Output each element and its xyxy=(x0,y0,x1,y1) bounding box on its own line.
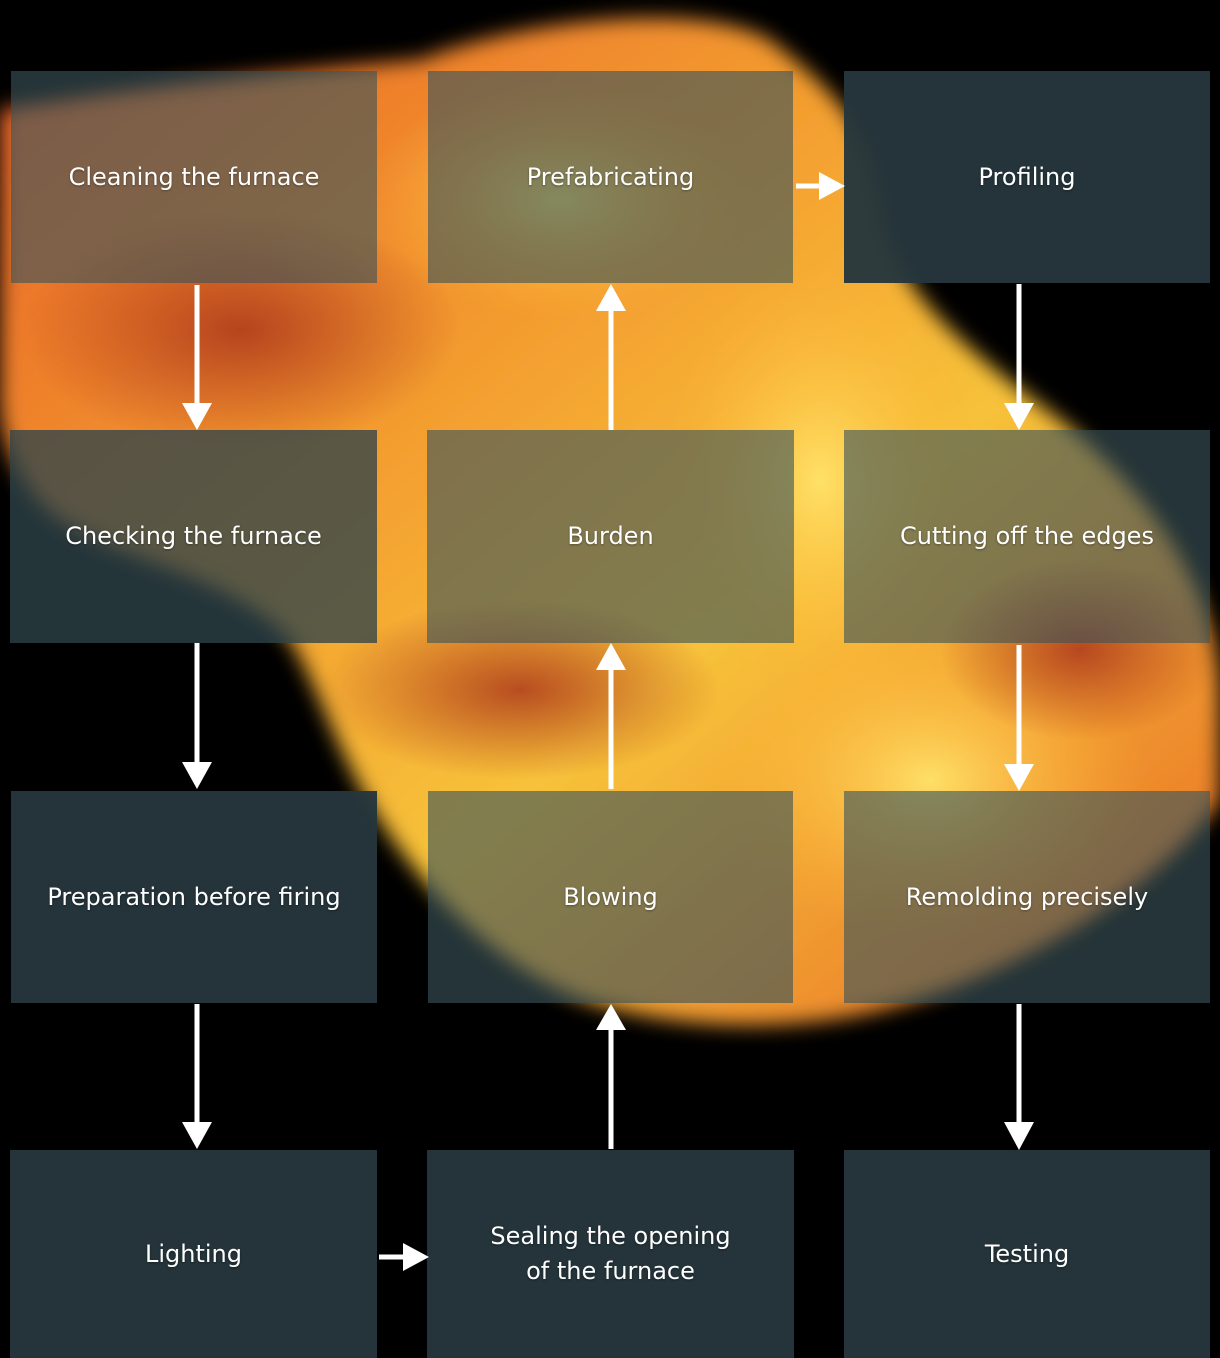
step-label: Remolding precisely xyxy=(905,882,1149,911)
step-burden: Burden xyxy=(427,430,794,643)
step-profiling: Profiling xyxy=(844,71,1210,283)
step-lighting: Lighting xyxy=(10,1150,377,1358)
step-label: Blowing xyxy=(563,882,658,911)
step-checking-the-furnace: Checking the furnace xyxy=(10,430,377,643)
step-label: Burden xyxy=(567,522,654,550)
step-blowing: Blowing xyxy=(428,791,793,1003)
step-sealing-the-opening: Sealing the opening of the furnace xyxy=(427,1150,794,1358)
step-label: Preparation before firing xyxy=(47,882,341,911)
step-label: Cleaning the furnace xyxy=(68,162,320,191)
step-prefabricating: Prefabricating xyxy=(428,71,793,283)
step-label: Sealing the opening of the furnace xyxy=(490,1222,731,1285)
step-label: Profiling xyxy=(978,162,1076,191)
step-label: Lighting xyxy=(144,1239,242,1268)
step-remolding-precisely: Remolding precisely xyxy=(844,791,1210,1003)
step-label: Checking the furnace xyxy=(65,522,322,550)
step-preparation-before-firing: Preparation before firing xyxy=(11,791,377,1003)
step-label: Cutting off the edges xyxy=(900,522,1154,550)
step-label: Prefabricating xyxy=(526,162,695,191)
step-cutting-off-the-edges: Cutting off the edges xyxy=(844,430,1210,643)
step-label: Testing xyxy=(984,1239,1070,1268)
step-cleaning-the-furnace: Cleaning the furnace xyxy=(11,71,377,283)
step-testing: Testing xyxy=(844,1150,1210,1358)
